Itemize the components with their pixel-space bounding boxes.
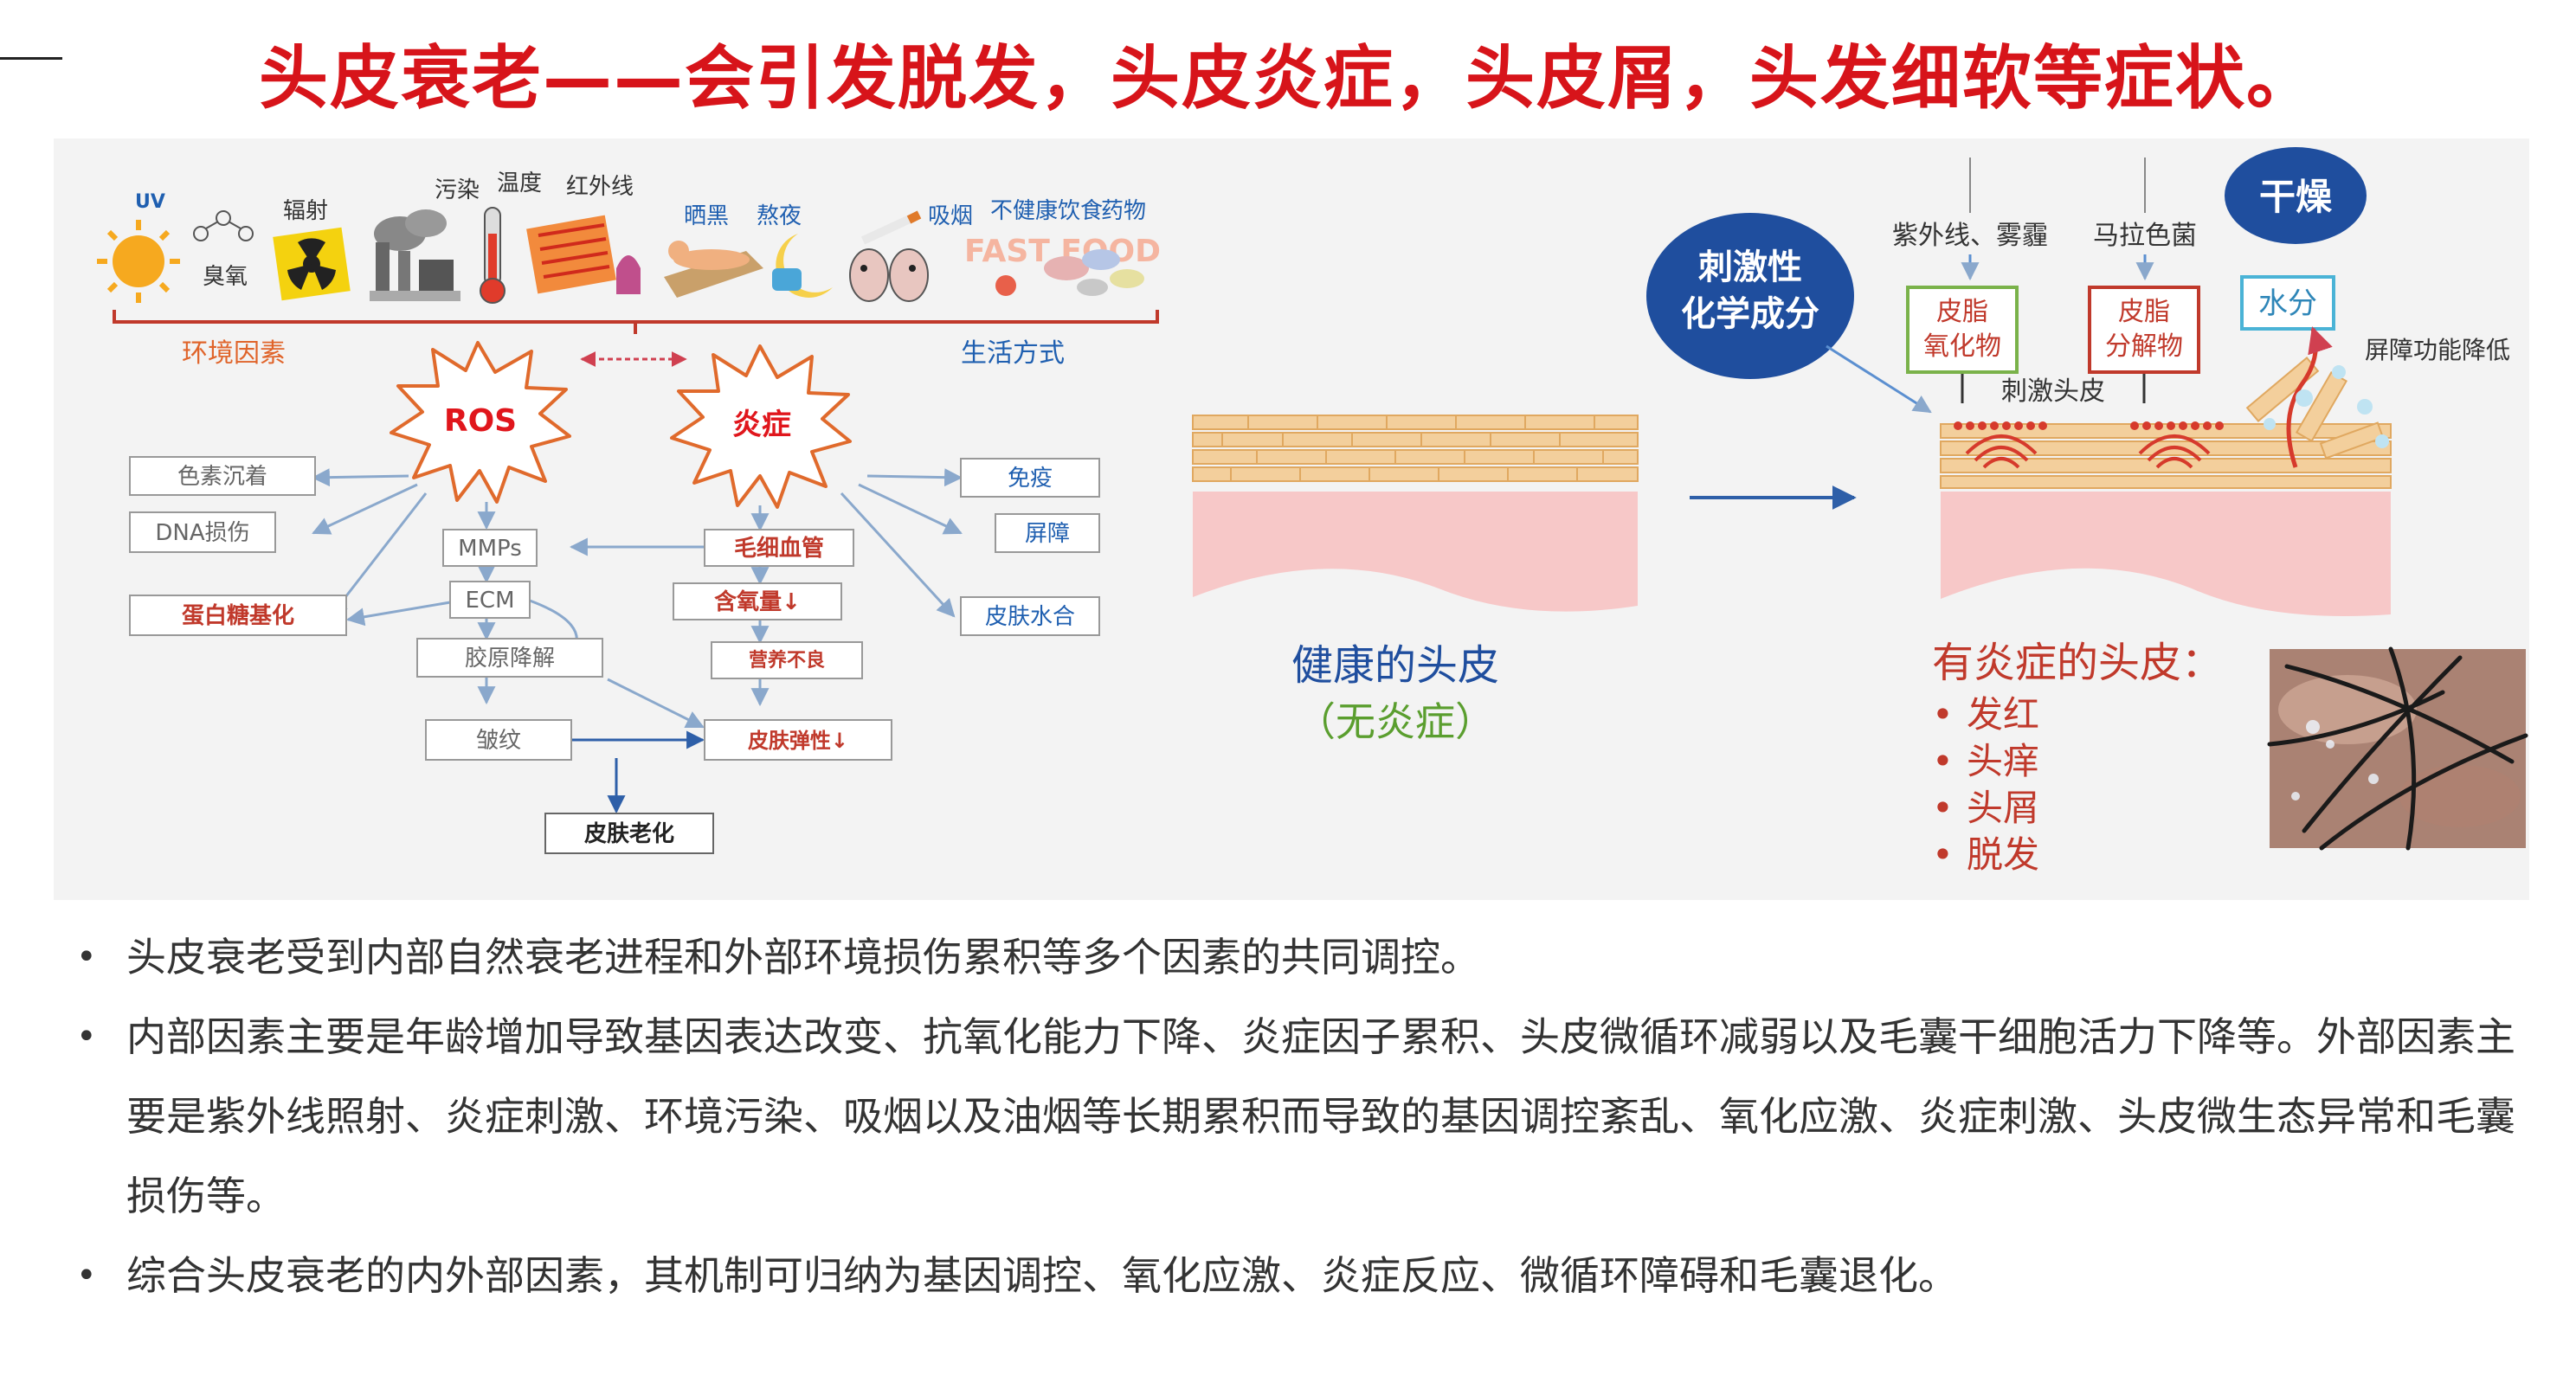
symptom-item: 头屑 (1967, 787, 2039, 829)
bullet-list: • 头皮衰老受到内部自然衰老进程和外部环境损伤累积等多个因素的共同调控。 • 内… (76, 917, 2526, 1315)
factor-temperature: 温度 (497, 170, 542, 196)
chemicals-ellipse (1646, 213, 1854, 379)
box-immune: 免疫 (1008, 466, 1053, 492)
inflamed-scalp-illustration (1940, 326, 2392, 616)
flow-arrows (311, 468, 963, 729)
malassezia-label: 马拉色菌 (2093, 221, 2197, 251)
factor-ozone: 臭氧 (203, 264, 248, 290)
smoking-icon (849, 210, 929, 302)
left-boxes: 色素沉着 DNA损伤 蛋白糖基化 MMPs ECM 胶原降解 皱纹 毛细血管 含… (129, 456, 1100, 854)
ros-starburst: ROS (390, 341, 571, 504)
bullet-text: 内部因素主要是年龄增加导致基因表达改变、抗氧化能力下降、炎症因子累积、头皮微循环… (126, 1013, 2515, 1219)
bullet-dot: • (76, 1256, 97, 1295)
symptom-item: 脱发 (1967, 833, 2039, 876)
diagram-panel: UV 臭氧 辐射 污染 (54, 138, 2529, 900)
factors-illustration: UV 臭氧 辐射 污染 (97, 170, 1161, 304)
ozone-icon (193, 210, 254, 241)
environment-label: 环境因素 (182, 338, 286, 369)
lifestyle-label: 生活方式 (961, 338, 1065, 369)
dry-ellipse (2225, 147, 2367, 244)
factor-pollution: 污染 (435, 177, 480, 203)
symptom-item: 头痒 (1967, 740, 2039, 782)
box-wrinkle: 皱纹 (476, 728, 521, 754)
water-label: 水分 (2258, 286, 2317, 321)
box-hydration: 皮肤水合 (985, 604, 1075, 630)
factor-unhealthy-diet: 不健康饮食 (990, 198, 1103, 224)
moon-icon (772, 234, 833, 298)
ros-label: ROS (444, 403, 517, 439)
symptom-bullet: • (1932, 693, 1954, 736)
uv-smog-label: 紫外线、雾霾 (1892, 221, 2048, 251)
pollution-icon (370, 209, 460, 301)
box-mmps: MMPs (458, 536, 522, 562)
factor-uv: UV (135, 191, 165, 213)
sunbathing-icon (664, 241, 763, 298)
dry-label: 干燥 (2259, 176, 2333, 218)
sebum-decomp-line1: 皮脂 (2118, 297, 2170, 327)
bullet-text: 综合头皮衰老的内外部因素，其机制可归纳为基因调控、氧化应激、炎症反应、微循环障碍… (126, 1252, 1958, 1299)
factor-infrared: 红外线 (566, 174, 634, 200)
box-collagen: 胶原降解 (465, 646, 555, 672)
bullet-dot: • (76, 937, 97, 977)
box-oxygen: 含氧量↓ (714, 588, 801, 615)
symptom-list: • 发红 • 头痒 • 头屑 • 脱发 (1932, 693, 2039, 876)
factor-sunburn: 晒黑 (684, 203, 729, 229)
box-pigment: 色素沉着 (177, 464, 267, 490)
healthy-scalp-label: 健康的头皮 (1291, 641, 1499, 690)
symptom-item: 发红 (1967, 693, 2039, 736)
water-box (2240, 275, 2335, 331)
radiation-icon (273, 227, 351, 301)
chemicals-line1: 刺激性 (1698, 248, 1802, 287)
box-ecm: ECM (465, 588, 514, 614)
box-dna: DNA损伤 (155, 520, 249, 546)
sebum-oxide-box (1906, 286, 2019, 374)
bullet-text: 头皮衰老受到内部自然衰老进程和外部环境损伤累积等多个因素的共同调控。 (126, 934, 1480, 980)
factor-stay-up: 熬夜 (757, 203, 802, 229)
factor-drugs: 药物 (1101, 198, 1146, 224)
symptom-bullet: • (1932, 740, 1954, 782)
bullet-item: • 内部因素主要是年龄增加导致基因表达改变、抗氧化能力下降、炎症因子累积、头皮微… (76, 997, 2526, 1236)
box-glycation: 蛋白糖基化 (182, 602, 294, 629)
sun-icon (97, 220, 180, 303)
sebum-decomp-line2: 分解物 (2105, 331, 2183, 362)
sebum-oxide-line1: 皮脂 (1936, 297, 1988, 327)
no-inflammation-label: （无炎症） (1296, 698, 1495, 745)
scalp-micro-photo (2267, 646, 2528, 851)
pills-icon (1044, 249, 1144, 296)
factors-brace (113, 310, 1159, 324)
inflammation-label: 炎症 (732, 408, 791, 442)
barrier-down-label: 屏障功能降低 (2365, 336, 2510, 364)
factor-smoking: 吸烟 (928, 203, 973, 229)
aging-arrows (571, 730, 705, 814)
chemicals-arrow (1826, 344, 1932, 414)
inflammation-starburst: 炎症 (670, 344, 852, 509)
bullet-item: • 综合头皮衰老的内外部因素，其机制可归纳为基因调控、氧化应激、炎症反应、微循环… (76, 1236, 2526, 1315)
box-barrier: 屏障 (1025, 521, 1070, 547)
thermometer-icon (480, 207, 506, 304)
box-elasticity: 皮肤弹性↓ (748, 729, 848, 753)
inflamed-scalp-label: 有炎症的头皮： (1932, 639, 2223, 687)
box-aging: 皮肤老化 (584, 821, 674, 847)
box-capillary: 毛细血管 (734, 535, 824, 562)
irritated-scalp-label: 刺激头皮 (2001, 376, 2105, 407)
sebum-decomp-box (2088, 286, 2200, 374)
bullet-item: • 头皮衰老受到内部自然衰老进程和外部环境损伤累积等多个因素的共同调控。 (76, 917, 2526, 997)
page-title: 头皮衰老——会引发脱发，头皮炎症，头皮屑，头发细软等症状。 (259, 38, 2317, 119)
factor-radiation: 辐射 (283, 198, 328, 224)
top-left-line (0, 57, 62, 60)
sebum-oxide-line2: 氧化物 (1923, 331, 2001, 362)
infrared-icon (526, 215, 641, 294)
symptom-bullet: • (1932, 833, 1954, 876)
symptom-bullet: • (1932, 787, 1954, 829)
diagram-canvas: UV 臭氧 辐射 污染 (97, 147, 2528, 876)
chemicals-line2: 化学成分 (1681, 294, 1819, 334)
healthy-scalp-illustration (1192, 415, 1639, 612)
bullet-dot: • (76, 1017, 97, 1057)
box-nutrition: 营养不良 (749, 649, 825, 672)
